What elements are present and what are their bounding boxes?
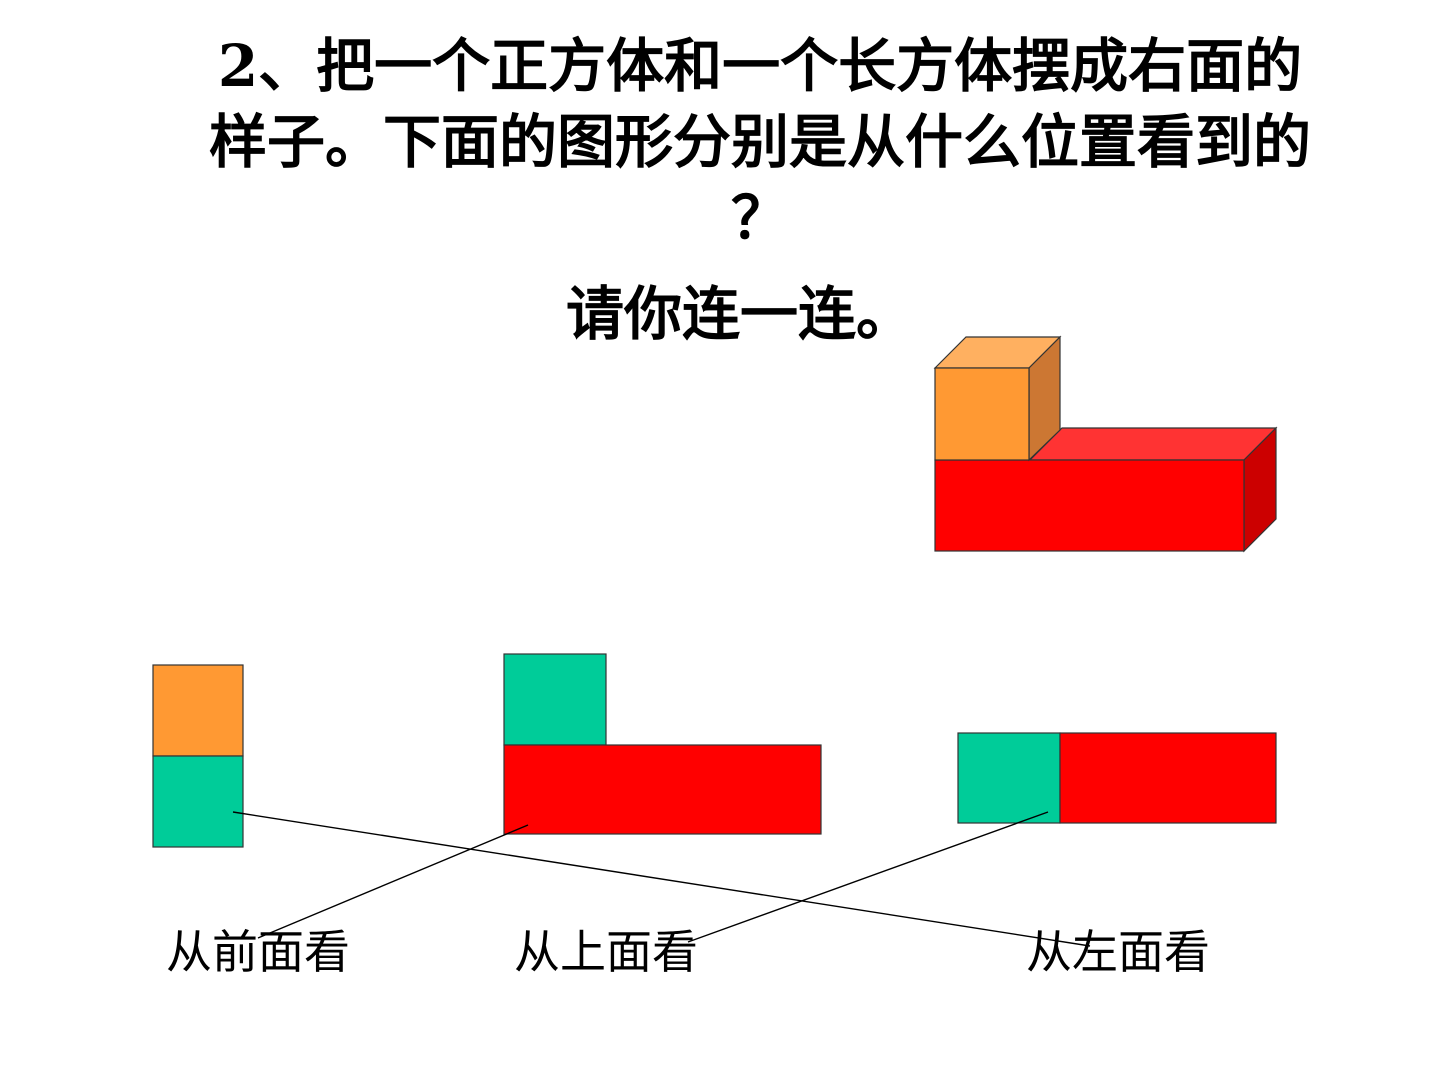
label-left-view: 从左面看 bbox=[1026, 925, 1210, 979]
label-top-view: 从上面看 bbox=[514, 925, 698, 979]
question-line-2: 样子。下面的图形分别是从什么位置看到的 bbox=[208, 108, 1311, 176]
label-front-view: 从前面看 bbox=[166, 925, 350, 979]
3d-arrangement bbox=[933, 335, 1278, 553]
connection-line-figure3-top bbox=[687, 811, 1049, 943]
connection-line-figure1-left bbox=[232, 811, 1091, 947]
view-figure-2[interactable] bbox=[503, 653, 822, 835]
instruction-text: 请你连一连。 bbox=[565, 280, 914, 348]
view-figure-1[interactable] bbox=[152, 664, 244, 848]
figure-3-square bbox=[957, 732, 1061, 824]
question-text: 2、把一个正方体和一个长方体摆成右面的 样子。下面的图形分别是从什么位置看到的 … bbox=[140, 28, 1380, 256]
cube-front-face bbox=[934, 367, 1030, 461]
figure-1-bottom-square bbox=[152, 755, 244, 848]
figure-3-rectangle bbox=[1059, 732, 1277, 824]
cuboid-front-face bbox=[934, 459, 1245, 552]
figure-2-rectangle bbox=[503, 744, 822, 835]
figure-1-top-square bbox=[152, 664, 244, 757]
connection-line-figure2-front bbox=[257, 824, 529, 939]
cuboid-top-face bbox=[1028, 427, 1278, 461]
figure-2-square bbox=[503, 653, 607, 746]
question-line-1: 2、把一个正方体和一个长方体摆成右面的 bbox=[217, 32, 1303, 100]
question-line-3: ？ bbox=[730, 184, 789, 252]
view-figure-3[interactable] bbox=[957, 732, 1277, 824]
